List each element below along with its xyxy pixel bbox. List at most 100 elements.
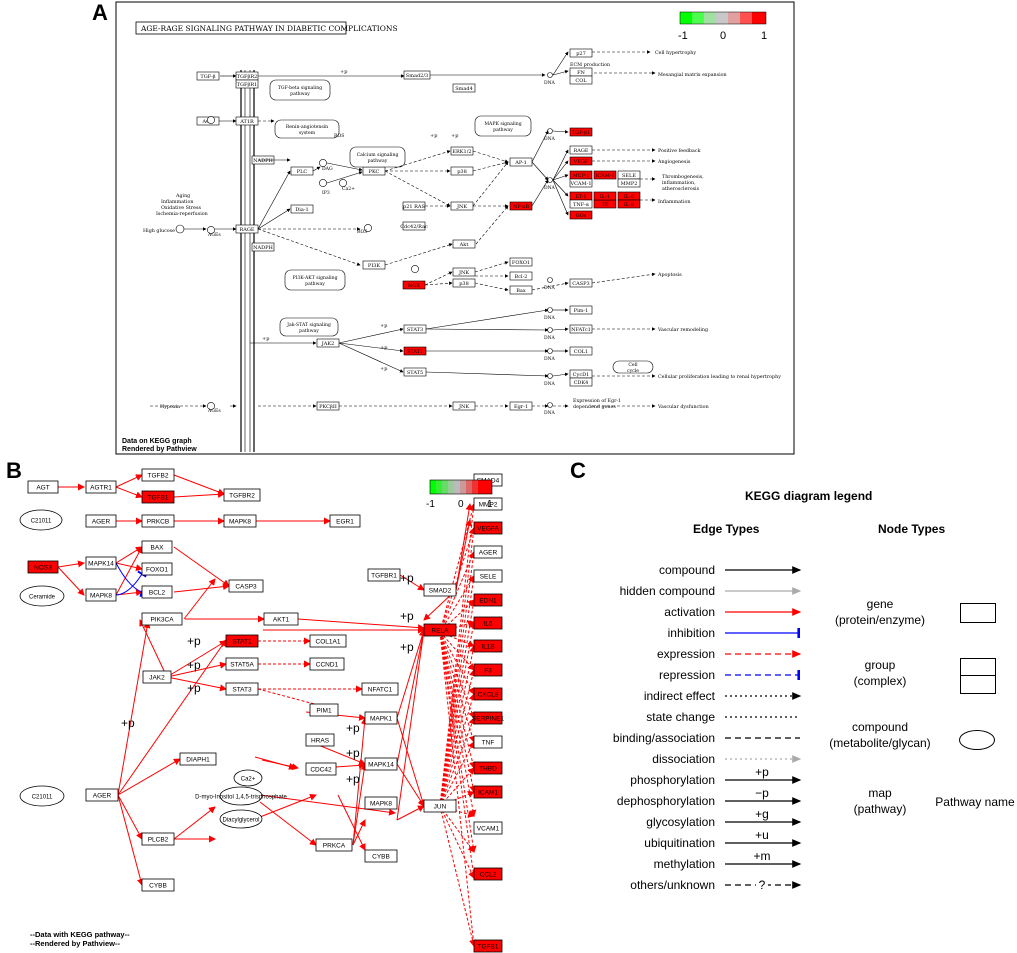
a-edge <box>474 261 509 273</box>
b-node-ca: Ca2+ <box>233 769 263 787</box>
svg-text:VEGF: VEGF <box>573 159 589 165</box>
svg-text:CDC42: CDC42 <box>310 767 332 774</box>
b-node-ager1: AGER <box>85 514 117 528</box>
b-edge-expression <box>439 551 477 807</box>
b-node-ip3: D-myo-Inositol 1,4,5-trisphosphate <box>195 786 288 806</box>
a-node-casp3: CASP3 <box>569 278 593 288</box>
b-node-pik3ca: PIK3CA <box>141 612 183 626</box>
svg-text:THBD: THBD <box>479 766 497 773</box>
a-node-bcl2: Bcl-2 <box>509 271 533 281</box>
node-gene-label: gene <box>866 597 894 611</box>
a-edge <box>552 160 569 181</box>
b-node-prkca: PRKCA <box>315 838 353 852</box>
svg-text:NADPH: NADPH <box>253 158 273 164</box>
svg-text:TNF-α: TNF-α <box>573 202 590 208</box>
svg-text:VEGFA: VEGFA <box>477 526 499 533</box>
svg-text:STAT5A: STAT5A <box>230 662 254 669</box>
svg-text:MAPK8: MAPK8 <box>370 801 392 808</box>
a-edge <box>475 205 509 245</box>
b-edge-expression <box>439 805 476 947</box>
a-edge <box>552 174 569 181</box>
a-edge <box>552 372 569 377</box>
a-node-col1: COL1 <box>569 346 593 356</box>
node-compound-sublabel: (metabolite/glycan) <box>829 736 931 750</box>
b-edge-activation <box>352 717 368 846</box>
svg-text:TGF-β1: TGF-β1 <box>572 130 590 136</box>
a-label-ip3: IP3 <box>322 190 330 196</box>
a-edge <box>552 179 569 197</box>
a-node-tf: TF <box>593 199 617 209</box>
a-label-dag: DAG <box>322 166 333 172</box>
svg-text:Pim-1: Pim-1 <box>574 308 589 314</box>
b-node-mapk8c: MAPK8 <box>364 796 398 810</box>
svg-text:PI3K-AKT signaling: PI3K-AKT signaling <box>292 275 337 281</box>
b-phospho-mark: +p <box>400 571 414 585</box>
svg-text:Ca2+: Ca2+ <box>241 777 256 783</box>
svg-text:AGTR1: AGTR1 <box>90 485 112 492</box>
svg-text:RAGE: RAGE <box>239 227 254 233</box>
a-node-fn: FN <box>569 67 593 77</box>
a-edge <box>531 130 549 163</box>
svg-text:MMP2: MMP2 <box>621 181 638 187</box>
a-label-vascular: Vascular remodeling <box>657 327 708 333</box>
b-edge-activation <box>297 618 425 632</box>
a-edge <box>424 281 453 286</box>
node-map-label: map <box>868 786 892 800</box>
a-label-inflammation: Inflammation <box>658 199 690 205</box>
edge-legend-dephosphorylation: dephosphorylation−p <box>617 786 802 808</box>
svg-text:CCND1: CCND1 <box>316 662 339 669</box>
svg-text:AGER: AGER <box>479 550 498 557</box>
b-node-casp3: CASP3 <box>228 579 264 593</box>
a-edge <box>472 161 509 207</box>
b-edge-activation <box>139 619 168 678</box>
b-edge-activation <box>396 717 426 807</box>
b-node-smad2: SMAD2 <box>423 583 457 597</box>
a-edge <box>552 70 569 76</box>
b-node-cxcl8: CXCL8 <box>473 687 503 701</box>
b-node-stat1: STAT1 <box>225 634 259 648</box>
a-edge <box>312 166 321 172</box>
svg-text:MAPK8: MAPK8 <box>90 593 112 600</box>
b-edge-activation <box>455 519 473 591</box>
panel-a-title: AGE-RAGE SIGNALING PATHWAY IN DIABETIC C… <box>140 24 398 33</box>
b-edge-activation <box>115 546 143 596</box>
a-phospho-mark: +p <box>380 366 387 372</box>
svg-text:?: ? <box>759 878 766 892</box>
svg-text:CycD1: CycD1 <box>573 372 590 378</box>
a-node-tnfa: TNF-α <box>569 199 593 209</box>
a-node-cdk4: CDK4 <box>569 377 593 387</box>
b-edge-expression <box>439 551 475 633</box>
a-phospho-mark: +p <box>340 69 347 75</box>
svg-text:Diacylglycerol: Diacylglycerol <box>222 818 259 824</box>
b-edge-expression <box>439 527 477 807</box>
a-edge <box>384 170 451 207</box>
b-node-agtr1: AGTR1 <box>85 480 117 494</box>
a-edge <box>257 208 291 230</box>
node-types-header: Node Types <box>878 522 946 536</box>
svg-text:D-myo-Inositol 1,4,5-trisphosp: D-myo-Inositol 1,4,5-trisphosphate <box>195 795 287 801</box>
svg-text:PKCβII: PKCβII <box>319 404 337 410</box>
a-edge <box>552 51 569 76</box>
a-phospho-mark: +p <box>380 323 387 329</box>
svg-text:pathway: pathway <box>493 127 513 133</box>
b-node-tgfb1b: TGFB1 <box>473 939 503 953</box>
a-label-mesangial: Mesangial matrix expansion <box>658 72 727 78</box>
b-node-il1b: IL1B <box>473 639 503 653</box>
svg-text:GOs: GOs <box>576 213 587 219</box>
edge-legend-others-unknown: others/unknown? <box>630 878 802 892</box>
b-node-stat3: STAT3 <box>225 682 259 696</box>
svg-text:pathway: pathway <box>368 158 388 164</box>
svg-text:PIK3CA: PIK3CA <box>150 617 174 624</box>
svg-text:C21011: C21011 <box>31 519 52 525</box>
panel-a-frame <box>115 1 795 455</box>
a-compound-ca <box>339 179 347 187</box>
a-label-thrombo2: inflammation, <box>662 180 696 186</box>
b-node-ager2: AGER <box>473 545 503 559</box>
a-edge <box>338 327 404 344</box>
b-node-diaph1: DIAPH1 <box>179 752 217 766</box>
